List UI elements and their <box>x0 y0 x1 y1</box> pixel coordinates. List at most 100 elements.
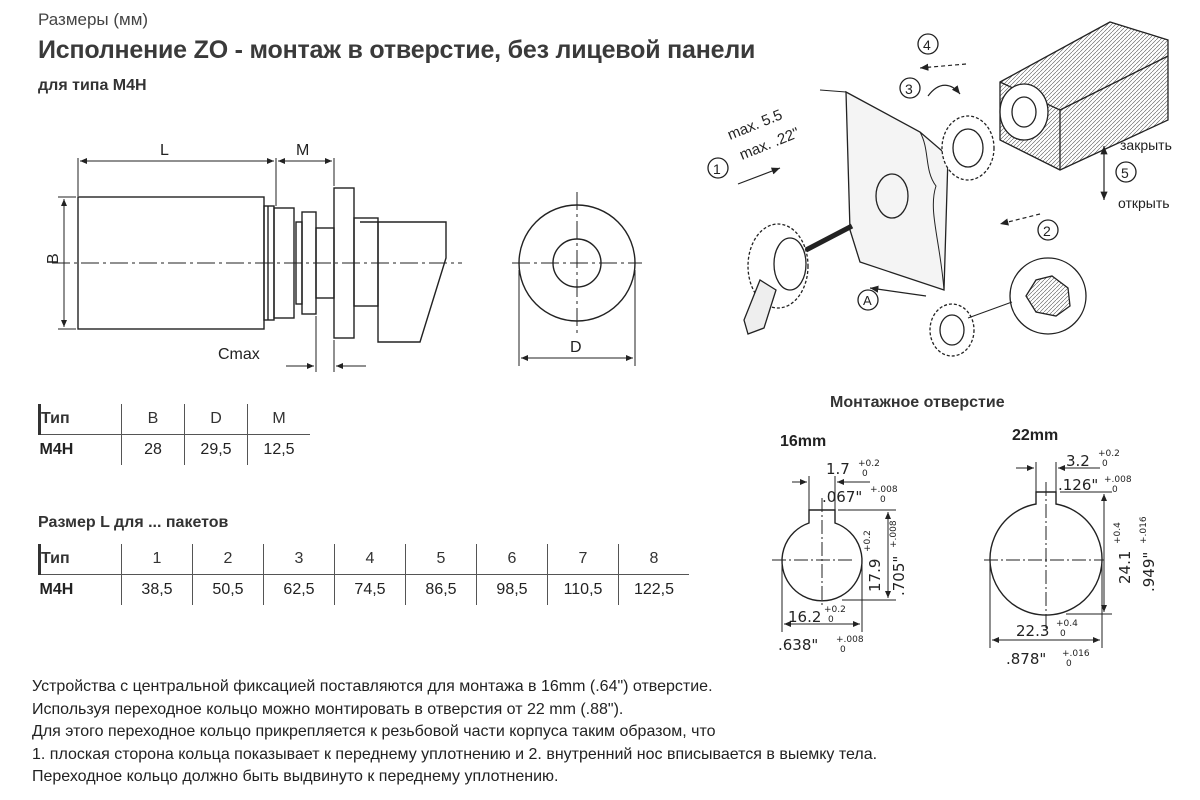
hole22-bot-tol: +0.4 <box>1056 619 1078 629</box>
close-label: закрыть <box>1120 137 1172 153</box>
dimensions-table: Тип B D M M4H 28 29,5 12,5 <box>38 404 310 465</box>
note-line: Для этого переходное кольцо прикрепляетс… <box>32 723 716 740</box>
hole22-top-in: .126" <box>1058 476 1098 494</box>
table2-header-type: Тип <box>38 544 122 575</box>
switch-module <box>999 21 1169 171</box>
table-row: M4H 28 29,5 12,5 <box>39 434 310 465</box>
hole22-bot-tol0: 0 <box>1060 629 1066 639</box>
hole16-top-mm: 1.7 <box>826 460 850 478</box>
table1-header-type: Тип <box>38 404 122 435</box>
step-2-label: 2 <box>1043 223 1051 239</box>
step-3-label: 3 <box>905 81 913 97</box>
hole16-side-in: .705" <box>890 556 908 596</box>
locking-ring <box>929 303 975 357</box>
table2-header-5: 5 <box>405 544 477 575</box>
hole22-bot-mm: 22.3 <box>1016 622 1049 640</box>
type-subtitle: для типа M4H <box>38 77 147 94</box>
size-l-table: Тип 1 2 3 4 5 6 7 8 M4H 38,5 50,5 62,5 7… <box>38 544 689 605</box>
table1-header-d: D <box>184 404 248 435</box>
table2-cell-2: 50,5 <box>192 574 264 605</box>
step-5-label: 5 <box>1121 165 1129 181</box>
hole16-side-in-tol: +.008 <box>889 520 899 548</box>
hole16-bot-mm: 16.2 <box>788 608 821 626</box>
knob <box>377 221 447 343</box>
mounting-hole-22mm <box>984 462 1112 648</box>
hole16-top-in: .067" <box>822 488 862 506</box>
note-line: Используя переходное кольцо можно монтир… <box>32 700 624 718</box>
hole-22mm-label: 22mm <box>1012 427 1058 444</box>
table-row: M4H 38,5 50,5 62,5 74,5 86,5 98,5 110,5 … <box>39 574 689 605</box>
table2-cell-6: 98,5 <box>476 574 548 605</box>
note-line: Переходное кольцо должно быть выдвинуто … <box>32 768 559 785</box>
hole22-top-in-tol: +.008 <box>1104 475 1132 485</box>
hole22-side-tol: +0.4 <box>1113 522 1123 544</box>
mounting-hole-title: Монтажное отверстие <box>830 394 1005 411</box>
table2-cell-4: 74,5 <box>334 574 406 605</box>
note-line: 1. плоская сторона кольца показывает к п… <box>32 745 878 763</box>
hole16-bot-in: .638" <box>778 636 818 654</box>
table1-header-b: B <box>121 404 185 435</box>
step-1-label: 1 <box>713 161 721 177</box>
description-notes: Устройства с центральной фиксацией поста… <box>32 676 1172 789</box>
table2-header-7: 7 <box>547 544 619 575</box>
hole-16mm-label: 16mm <box>780 433 826 450</box>
table2-cell-3: 62,5 <box>263 574 335 605</box>
table2-header-2: 2 <box>192 544 264 575</box>
hole16-top-in-tol0: 0 <box>880 495 886 505</box>
table1-cell-b: 28 <box>121 434 185 465</box>
table2-header-4: 4 <box>334 544 406 575</box>
table1-cell-d: 29,5 <box>184 434 248 465</box>
mounting-panel <box>845 90 949 291</box>
size-l-title: Размер L для ... пакетов <box>38 514 229 531</box>
hole16-top-tol0: 0 <box>862 469 868 479</box>
hole22-bot-in: .878" <box>1006 650 1046 668</box>
table2-header-1: 1 <box>121 544 193 575</box>
page-title: Исполнение ZO - монтаж в отверстие, без … <box>38 36 756 64</box>
table2-cell-5: 86,5 <box>405 574 477 605</box>
mounting-hole-16mm <box>772 476 896 632</box>
hole16-side-mm: 17.9 <box>866 559 884 592</box>
hole16-bot-tol0: 0 <box>828 615 834 625</box>
hole22-bot-in-tol0: 0 <box>1066 659 1072 669</box>
hole22-top-tol0: 0 <box>1102 459 1108 469</box>
side-view-drawing <box>52 158 462 372</box>
table2-cell-type: M4H <box>39 581 74 598</box>
hole22-side-in-tol: +.016 <box>1139 516 1149 544</box>
table2-cell-7: 110,5 <box>547 574 619 605</box>
hole22-top-in-tol0: 0 <box>1112 485 1118 495</box>
hole16-bot-tol: +0.2 <box>824 605 846 615</box>
assembly-illustration <box>707 21 1169 357</box>
front-view-drawing <box>512 192 642 366</box>
dim-label-B: B <box>45 253 62 264</box>
table1-cell-m: 12,5 <box>247 434 310 465</box>
hole16-bot-in-tol: +.008 <box>836 635 864 645</box>
hole16-side-tol: +0.2 <box>863 530 873 552</box>
hole22-top-tol: +0.2 <box>1098 449 1120 459</box>
hole16-top-tol: +0.2 <box>858 459 880 469</box>
dim-label-L: L <box>160 142 169 159</box>
open-label: открыть <box>1118 195 1170 211</box>
dim-label-M: M <box>296 142 309 159</box>
dimensions-subtitle: Размеры (мм) <box>38 10 149 29</box>
hole16-bot-in-tol0: 0 <box>840 645 846 655</box>
table2-header-8: 8 <box>618 544 689 575</box>
hole16-top-in-tol: +.008 <box>870 485 898 495</box>
rotary-knob <box>743 223 854 335</box>
table1-cell-type: M4H <box>39 441 74 458</box>
table2-header-3: 3 <box>263 544 335 575</box>
adapter-ring <box>941 115 995 181</box>
dim-label-D: D <box>570 339 582 356</box>
table2-header-6: 6 <box>476 544 548 575</box>
hole22-bot-in-tol: +.016 <box>1062 649 1090 659</box>
table1-header-m: M <box>247 404 310 435</box>
dim-label-cmax: Cmax <box>218 346 260 363</box>
hole22-side-mm: 24.1 <box>1116 551 1134 584</box>
note-line: Устройства с центральной фиксацией поста… <box>32 678 713 695</box>
step-A-label: A <box>863 293 872 308</box>
step-4-label: 4 <box>923 37 931 53</box>
table2-cell-8: 122,5 <box>618 574 689 605</box>
table2-cell-1: 38,5 <box>121 574 193 605</box>
hole22-top-mm: 3.2 <box>1066 452 1090 470</box>
hole22-side-in: .949" <box>1140 552 1158 592</box>
